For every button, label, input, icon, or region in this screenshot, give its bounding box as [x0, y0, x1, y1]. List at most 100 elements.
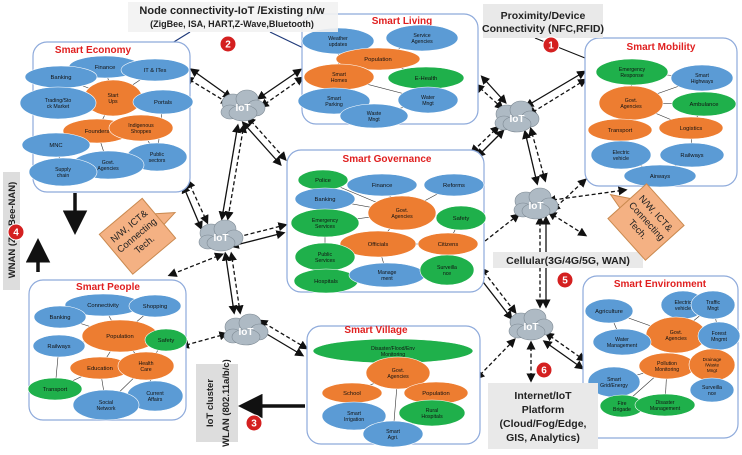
node-label: Agencies: [411, 39, 433, 45]
node-ellipse: [72, 389, 140, 421]
node-label: Agencies: [387, 374, 409, 380]
node-ellipse: [365, 356, 431, 390]
environment-title: Smart Environment: [614, 279, 707, 290]
node-label: Highways: [691, 79, 714, 85]
iot-cluster-line-1: IoT cluster: [205, 379, 216, 427]
node-label: Public: [318, 252, 333, 258]
node-label: Monitoring: [655, 367, 679, 373]
node-ellipse: [584, 298, 634, 324]
node-label: Citizens: [438, 242, 459, 248]
node-label: Safety: [158, 338, 175, 344]
governance-node: Finance: [346, 173, 418, 197]
node-label: Railways: [47, 344, 70, 350]
governance-node: Safety: [435, 205, 487, 231]
people-node: Connectivity: [64, 293, 142, 317]
node-label: Agri.: [388, 435, 399, 441]
node-ellipse: [33, 305, 87, 329]
governance-node: Management: [348, 262, 426, 288]
node-ellipse: [592, 328, 652, 356]
environment-node: Govt.Agencies: [645, 316, 707, 354]
node-label: Homes: [331, 78, 348, 84]
living-node: E-Health: [387, 66, 465, 90]
mobility-node: Airways: [623, 164, 697, 188]
node-label: Finance: [372, 183, 393, 189]
node-label: Electric: [674, 300, 691, 306]
platform-line-1: Internet/IoT: [514, 390, 572, 402]
node-label: Founders: [85, 129, 110, 135]
people-node: Education: [69, 356, 131, 380]
node-ellipse: [21, 132, 91, 158]
iot-cloud-label: IoT: [239, 327, 254, 338]
nw-ict-left-callout: N/W, ICT& Connecting Tech.: [98, 197, 177, 275]
node-label: Portals: [154, 100, 172, 106]
cellular-callout: Cellular(3G/4G/5G, WAN): [493, 252, 643, 268]
badge-1: 1: [542, 36, 560, 54]
connector-arrow: [179, 331, 229, 349]
node-label: ck Market: [47, 104, 70, 110]
iot-cloud: IoT: [513, 187, 559, 220]
node-label: Electric: [612, 150, 629, 156]
node-label: chain: [57, 173, 70, 179]
node-label: Trading/Sto: [45, 98, 72, 104]
environment-node: Agriculture: [584, 298, 634, 324]
living-node: Population: [335, 47, 421, 71]
node-label: Finance: [95, 65, 116, 71]
node-label: Agencies: [665, 336, 687, 342]
node-label: Mngt: [707, 368, 718, 373]
mobility-node: Railways: [659, 142, 725, 168]
node-label: Supply: [55, 167, 71, 173]
node-label: Smart: [695, 73, 709, 79]
connector-arrow: [546, 186, 628, 205]
iot-cloud: IoT: [198, 219, 244, 252]
mobility-node: Transport: [587, 118, 653, 142]
node-label: Weather: [328, 36, 348, 42]
mobility-title: Smart Mobility: [627, 42, 696, 53]
node-ellipse: [108, 114, 174, 142]
environment-box: Smart EnvironmentAgricultureElectricvehi…: [582, 275, 741, 439]
node-label: Connectivity: [87, 303, 119, 309]
governance-node: Banking: [294, 187, 356, 211]
badge-number: 3: [251, 419, 257, 430]
proximity-line-1: Proximity/Device: [501, 10, 586, 22]
iot-cluster-callout: IoT cluster WLAN (802.11a/b/c): [196, 359, 238, 447]
node-ellipse: [397, 86, 459, 114]
living-box: Smart LivingWeatherupdatesServiceAgencie…: [297, 13, 479, 129]
node-label: Disaster/Flood/Env: [371, 346, 415, 352]
node-ellipse: [671, 91, 737, 117]
node-label: Police: [315, 178, 331, 184]
iot-cloud-label: IoT: [214, 233, 229, 244]
node-label: Traffic: [706, 300, 721, 306]
node-label: vehicle: [613, 156, 629, 162]
connector-arrow: [475, 338, 516, 380]
node-ellipse: [689, 377, 735, 403]
node-label: Population: [422, 391, 449, 397]
node-label: Emergency: [312, 218, 339, 224]
node-label: Social: [99, 400, 113, 406]
node-label: Population: [106, 334, 133, 340]
governance-node: Citizens: [417, 232, 479, 256]
badge-3: 3: [245, 414, 263, 432]
node-label: Mngt: [707, 306, 719, 312]
platform-line-3: (Cloud/Fog/Edge,: [500, 418, 587, 430]
badge-number: 5: [562, 276, 568, 287]
iot-cloud: IoT: [508, 308, 554, 341]
connector-arrow: [241, 121, 282, 166]
node-label: nce: [443, 271, 451, 277]
governance-title: Smart Governance: [343, 154, 432, 165]
node-label: Health: [139, 361, 154, 367]
connector-arrow: [470, 125, 500, 154]
node-label: Hospitals: [421, 414, 443, 420]
badge-number: 6: [541, 366, 547, 377]
